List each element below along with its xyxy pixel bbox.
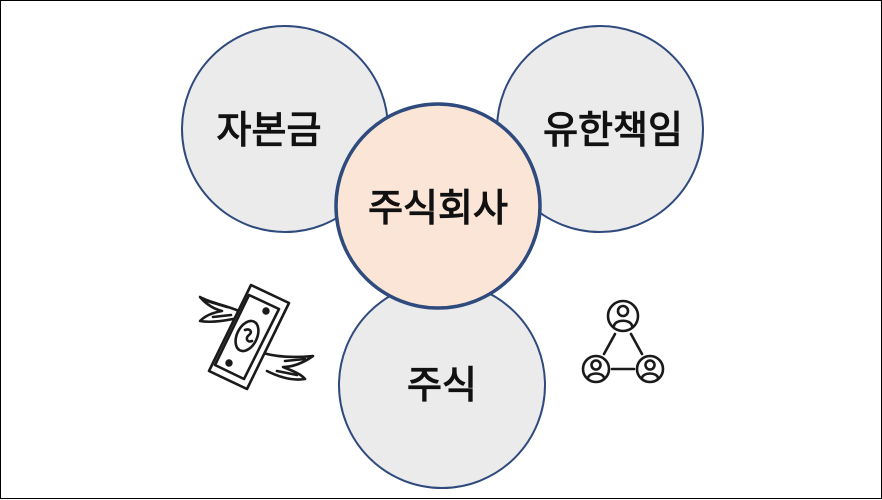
- node-center: 주식회사: [334, 102, 542, 310]
- node-limited-liability: 유한책임: [496, 25, 704, 233]
- person-right-icon: [635, 354, 665, 384]
- node-capital: 자본금: [181, 25, 389, 233]
- flying-money-icon: [198, 283, 315, 391]
- person-top-icon: [606, 299, 640, 333]
- node-stock: 주식: [338, 281, 546, 489]
- center-label: 주식회사: [368, 186, 508, 230]
- network-people-icon: [581, 299, 665, 384]
- stock-label: 주식: [407, 363, 477, 407]
- capital-label: 자본금: [217, 108, 322, 152]
- center-circle: [334, 102, 542, 310]
- limited-liability-label: 유한책임: [543, 108, 683, 152]
- person-left-icon: [581, 354, 611, 384]
